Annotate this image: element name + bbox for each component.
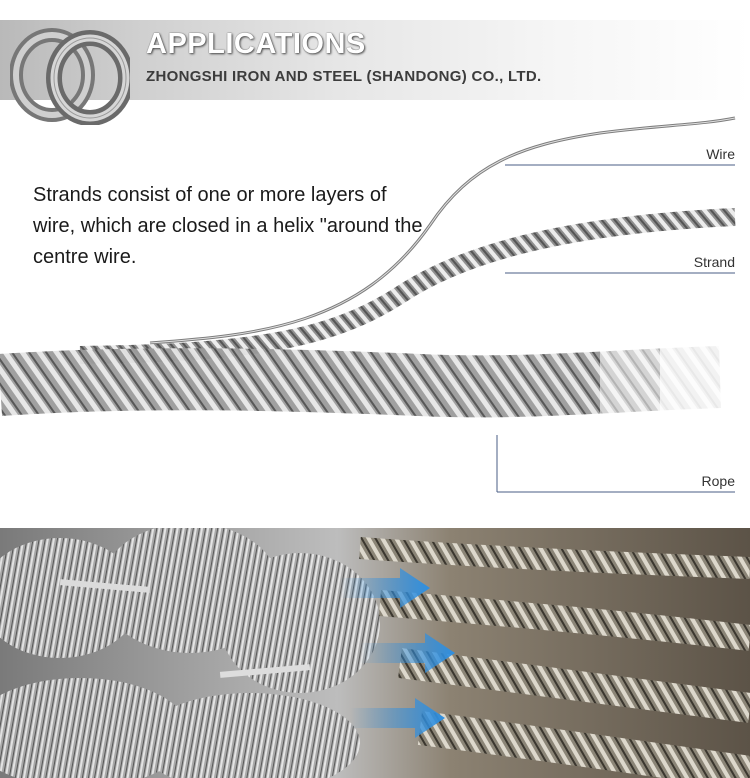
wire-label: Wire <box>706 146 735 162</box>
product-photo <box>0 528 750 778</box>
wire-ropes <box>359 537 750 778</box>
strand-label: Strand <box>693 254 735 270</box>
arrow-icon <box>340 568 455 738</box>
strand-description: Strands consist of one or more layers of… <box>33 184 423 268</box>
page-title: APPLICATIONS <box>146 28 366 60</box>
rope-label: Rope <box>701 473 735 489</box>
callout-lines <box>496 164 735 493</box>
wire-coil-icon <box>10 28 130 125</box>
wire-rope-diagram <box>0 116 750 493</box>
header-banner: APPLICATIONS ZHONGSHI IRON AND STEEL (SH… <box>0 20 750 125</box>
company-name: ZHONGSHI IRON AND STEEL (SHANDONG) CO., … <box>146 68 542 85</box>
wire-coils <box>0 528 380 778</box>
